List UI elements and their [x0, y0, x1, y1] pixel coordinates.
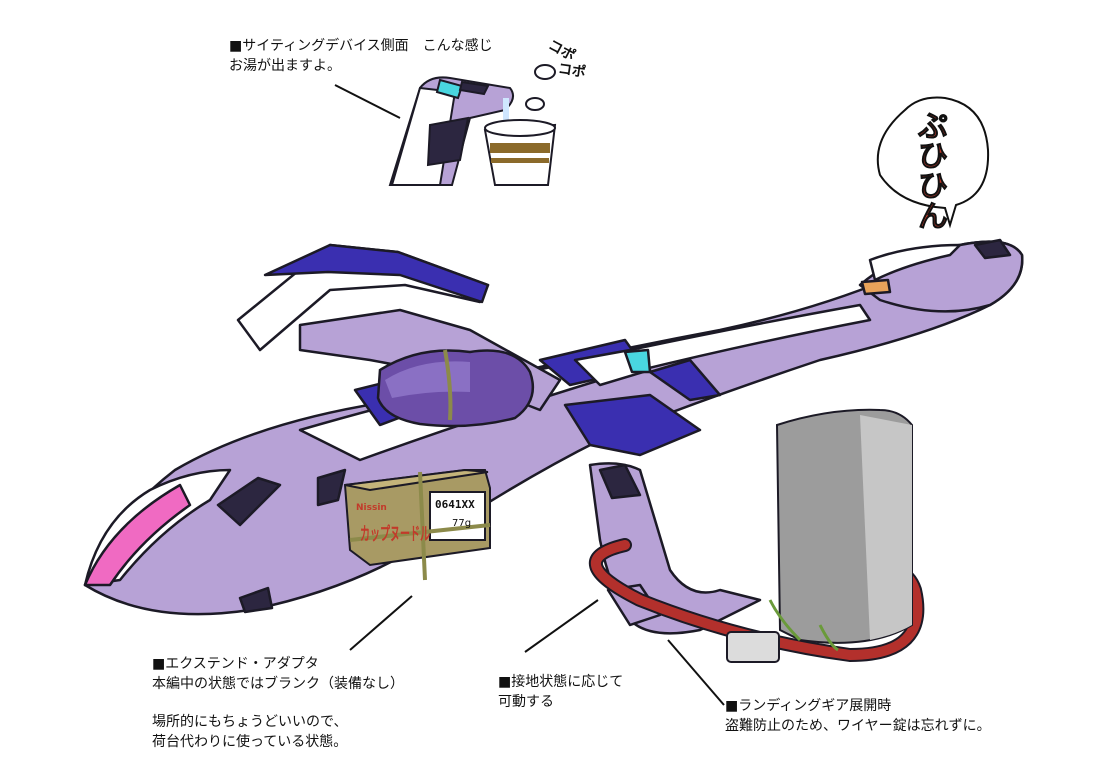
leader-line-landing: [667, 639, 725, 706]
speech-bubble: [876, 96, 990, 229]
note-extend-adapter: ■エクステンド・アダプタ 本編中の状態ではブランク（装備なし） 場所的にもちょう…: [152, 654, 404, 752]
note-extend-line1: ■エクステンド・アダプタ: [152, 656, 319, 672]
note-landing-line2: 盗難防止のため、ワイヤー錠は忘れずに。: [725, 718, 991, 734]
note-sighting-line2: お湯が出ますよ。: [229, 58, 341, 74]
note-ground-contact: ■接地状態に応じて 可動する: [498, 672, 623, 712]
note-extend-line4: 荷台代わりに使っている状態。: [152, 734, 348, 750]
box-product: カップヌードル: [360, 523, 430, 545]
box-code: 0641XX: [435, 498, 475, 511]
note-ground-line2: 可動する: [498, 694, 554, 710]
note-sighting-line1: ■サイティングデバイス側面 こんな感じ: [229, 38, 493, 54]
note-ground-line1: ■接地状態に応じて: [498, 674, 624, 690]
wire-lock: [589, 538, 925, 663]
note-extend-line3: 場所的にもちょうどいいので、: [152, 714, 348, 730]
note-landing-gear: ■ランディングギア展開時 盗難防止のため、ワイヤー錠は忘れずに。: [725, 696, 991, 736]
box-brand: Nissin: [356, 503, 387, 513]
box-weight: 77g: [452, 518, 471, 529]
sfx-speech: ぷひひん: [912, 110, 948, 231]
leader-line-sighting: [334, 84, 401, 119]
note-extend-line2: 本編中の状態ではブランク（装備なし）: [152, 676, 404, 692]
note-sighting-device: ■サイティングデバイス側面 こんな感じ お湯が出ますよ。: [229, 36, 493, 76]
leader-line-ground: [524, 599, 599, 653]
leader-lines: [334, 84, 725, 706]
vehicle-body: [83, 238, 1024, 635]
noodle-box: [343, 468, 491, 581]
cargo-bag: [376, 349, 535, 428]
note-landing-line1: ■ランディングギア展開時: [725, 698, 892, 714]
sfx-kopo-2: コポ: [556, 61, 587, 81]
bollard-post: [768, 408, 913, 652]
leader-line-extend: [349, 595, 413, 651]
sighting-device-inset: [388, 64, 557, 186]
